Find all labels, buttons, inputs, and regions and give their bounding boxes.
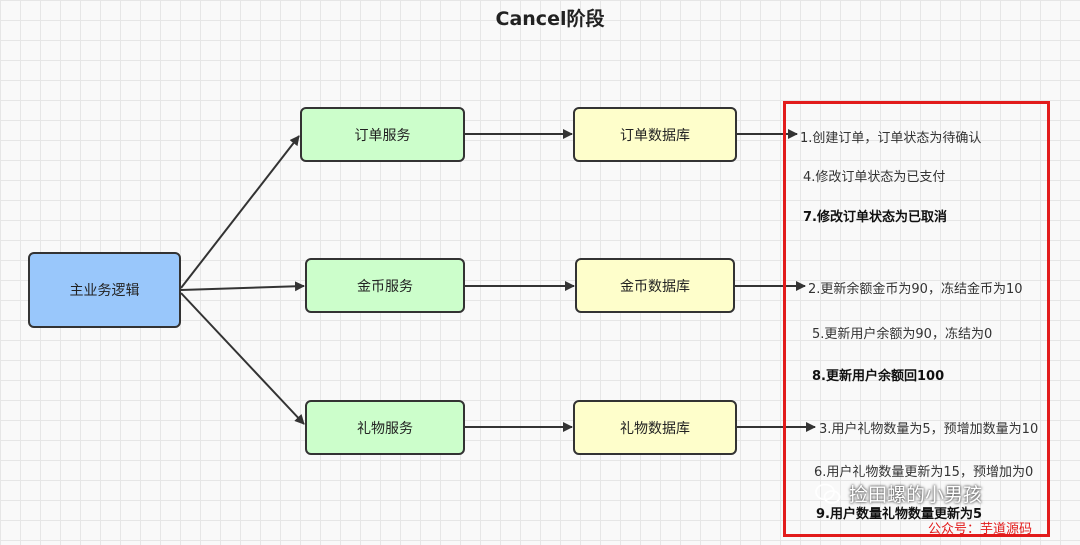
steps-highlight-box [783,101,1050,537]
step-4: 4.修改订单状态为已支付 [803,170,946,185]
node-order-service: 订单服务 [300,107,465,162]
watermark-source: 公众号：芋道源码 [928,522,1033,537]
node-coin-service: 金币服务 [305,258,465,313]
watermark-label: 捡田螺的小男孩 [849,484,983,506]
diagram-title: Cancel阶段 [495,8,605,30]
step-6: 6.用户礼物数量更新为15，预增加为0 [814,465,1034,480]
step-5: 5.更新用户余额为90，冻结为0 [812,327,993,342]
step-7: 7.修改订单状态为已取消 [803,210,947,225]
node-main-business-logic: 主业务逻辑 [28,252,181,328]
watermark: 捡田螺的小男孩 [815,480,982,507]
node-order-database: 订单数据库 [573,107,737,162]
edge-main-to-gift-service [180,292,305,425]
edge-main-to-coin-service [180,281,305,292]
wechat-icon [815,483,841,504]
step-1: 1.创建订单，订单状态为待确认 [800,131,982,146]
step-9: 9.用户数量礼物数量更新为5 [816,507,983,522]
edge-main-to-order-service [180,135,300,289]
step-2: 2.更新余额金币为90，冻结金币为10 [808,282,1023,297]
step-8: 8.更新用户余额回100 [812,369,945,384]
node-coin-database: 金币数据库 [575,258,735,313]
node-gift-database: 礼物数据库 [573,400,737,455]
step-3: 3.用户礼物数量为5，预增加数量为10 [819,422,1039,437]
node-gift-service: 礼物服务 [305,400,465,455]
